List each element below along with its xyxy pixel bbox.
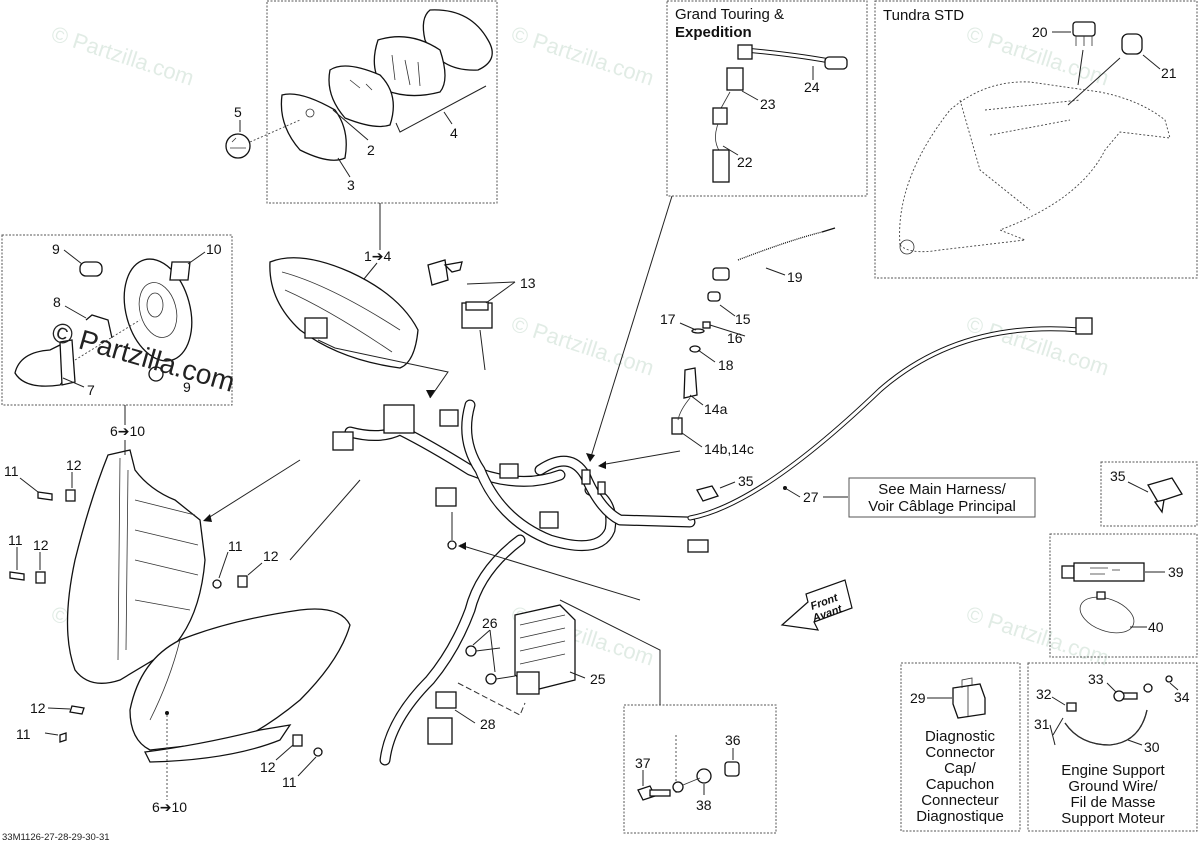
fasteners: 11 12 11 12 11 12 12 11 12 11 xyxy=(4,457,323,790)
callout-40: 40 xyxy=(1148,619,1164,635)
watermark: © Partzilla.com xyxy=(508,311,657,381)
callout-16: 16 xyxy=(727,330,743,346)
reference-code: 33M1126-27-28-29-30-31 xyxy=(2,832,110,843)
diagnostic-caption: Cap/ xyxy=(944,760,977,777)
callout-11: 11 xyxy=(8,532,23,548)
callout-32: 32 xyxy=(1036,686,1052,702)
callout-11: 11 xyxy=(282,774,297,790)
callout-27: 27 xyxy=(803,489,819,505)
watermark: © Partzilla.com xyxy=(48,21,197,91)
callout-12: 12 xyxy=(66,457,82,473)
tundra-std-box: Tundra STD 20 21 xyxy=(874,0,1198,279)
front-direction-arrow: Front Avant xyxy=(780,579,853,631)
callout-5: 5 xyxy=(234,104,242,120)
expedition-title: Expedition xyxy=(675,24,752,41)
callout-10: 10 xyxy=(206,241,222,257)
callout-23: 23 xyxy=(760,96,776,112)
diagnostic-caption: Diagnostic xyxy=(925,728,996,745)
callout-3: 3 xyxy=(347,177,355,193)
callout-26: 26 xyxy=(482,615,498,631)
headlight-housing: 6➔10 xyxy=(66,423,301,684)
callout-6-to-10-top: 6➔10 xyxy=(110,423,145,439)
tundra-std-title: Tundra STD xyxy=(883,7,964,24)
callout-14a: 14a xyxy=(704,401,728,417)
key-switch: 13 xyxy=(427,259,536,371)
callout-11: 11 xyxy=(16,726,31,742)
gauge-cluster-box: 5 2 3 4 xyxy=(225,0,498,250)
ground-wire-box: 33 32 34 31 30 Engine Support Ground Wir… xyxy=(1027,662,1198,832)
callout-20: 20 xyxy=(1032,24,1048,40)
callout-35: 35 xyxy=(738,473,754,489)
callout-12: 12 xyxy=(260,759,276,775)
callout-31: 31 xyxy=(1034,716,1050,732)
callout-6-to-10-bottom: 6➔10 xyxy=(152,799,187,815)
grease-strap-box: 39 40 xyxy=(1049,533,1198,658)
callout-17: 17 xyxy=(660,311,676,327)
diagnostic-caption: Diagnostique xyxy=(916,808,1004,825)
callout-38: 38 xyxy=(696,797,712,813)
grand-touring-box: Grand Touring & Expedition 24 23 22 xyxy=(586,0,868,462)
callout-37: 37 xyxy=(635,755,651,771)
callout-12: 12 xyxy=(263,548,279,564)
ground-wire-caption: Fil de Masse xyxy=(1070,794,1155,811)
headlight-bulb-box: 9 10 8 7 9 © Partzilla.com xyxy=(1,234,238,425)
callout-15: 15 xyxy=(735,311,751,327)
callout-39: 39 xyxy=(1168,564,1184,580)
callout-18: 18 xyxy=(718,357,734,373)
watermark: © Partzilla.com xyxy=(508,21,657,91)
callout-9: 9 xyxy=(183,379,191,395)
callout-21: 21 xyxy=(1161,65,1177,81)
callout-33: 33 xyxy=(1088,671,1104,687)
callout-2: 2 xyxy=(367,142,375,158)
callout-19: 19 xyxy=(787,269,803,285)
diagnostic-caption: Capuchon xyxy=(926,776,994,793)
callout-11: 11 xyxy=(228,538,243,554)
callout-11: 11 xyxy=(4,463,19,479)
clip-box: 35 xyxy=(1100,461,1198,527)
callout-14b-14c: 14b,14c xyxy=(704,441,754,457)
ground-hardware-box: 37 38 36 xyxy=(623,704,777,834)
callout-24: 24 xyxy=(804,79,820,95)
callout-22: 22 xyxy=(737,154,753,170)
callout-7: 7 xyxy=(87,382,95,398)
harness-note: 35 27 See Main Harness/ Voir Câblage Pri… xyxy=(696,473,1036,518)
main-harness-note-line1: See Main Harness/ xyxy=(878,481,1006,498)
callout-36: 36 xyxy=(725,732,741,748)
callout-30: 30 xyxy=(1144,739,1160,755)
callout-12: 12 xyxy=(33,537,49,553)
watermark: © Partzilla.com xyxy=(963,601,1112,671)
callout-9: 9 xyxy=(52,241,60,257)
callout-28: 28 xyxy=(480,716,496,732)
callout-29: 29 xyxy=(910,690,926,706)
callout-25: 25 xyxy=(590,671,606,687)
gauge-assembly: 1➔4 xyxy=(269,248,449,399)
grand-touring-title: Grand Touring & xyxy=(675,6,784,23)
callout-12: 12 xyxy=(30,700,46,716)
ground-wire-caption: Support Moteur xyxy=(1061,810,1164,827)
headlight-lens: 6➔10 xyxy=(129,479,361,815)
callout-13: 13 xyxy=(520,275,536,291)
callout-4: 4 xyxy=(450,125,458,141)
main-harness xyxy=(332,317,1093,766)
main-harness-note-line2: Voir Câblage Principal xyxy=(868,498,1016,515)
diagnostic-cap-box: 29 Diagnostic Connector Cap/ Capuchon Co… xyxy=(900,662,1021,832)
voltage-regulator: 26 25 28 xyxy=(427,599,661,745)
diagnostic-caption: Connecteur xyxy=(921,792,999,809)
callout-34: 34 xyxy=(1174,689,1190,705)
ground-wire-caption: Ground Wire/ xyxy=(1068,778,1158,795)
ground-wire-caption: Engine Support xyxy=(1061,762,1165,779)
callout-35-box: 35 xyxy=(1110,468,1126,484)
diagnostic-caption: Connector xyxy=(925,744,994,761)
callout-1-to-4: 1➔4 xyxy=(364,248,392,264)
tether-assembly: 19 15 16 17 18 14a 14b,14c xyxy=(598,227,836,469)
callout-8: 8 xyxy=(53,294,61,310)
